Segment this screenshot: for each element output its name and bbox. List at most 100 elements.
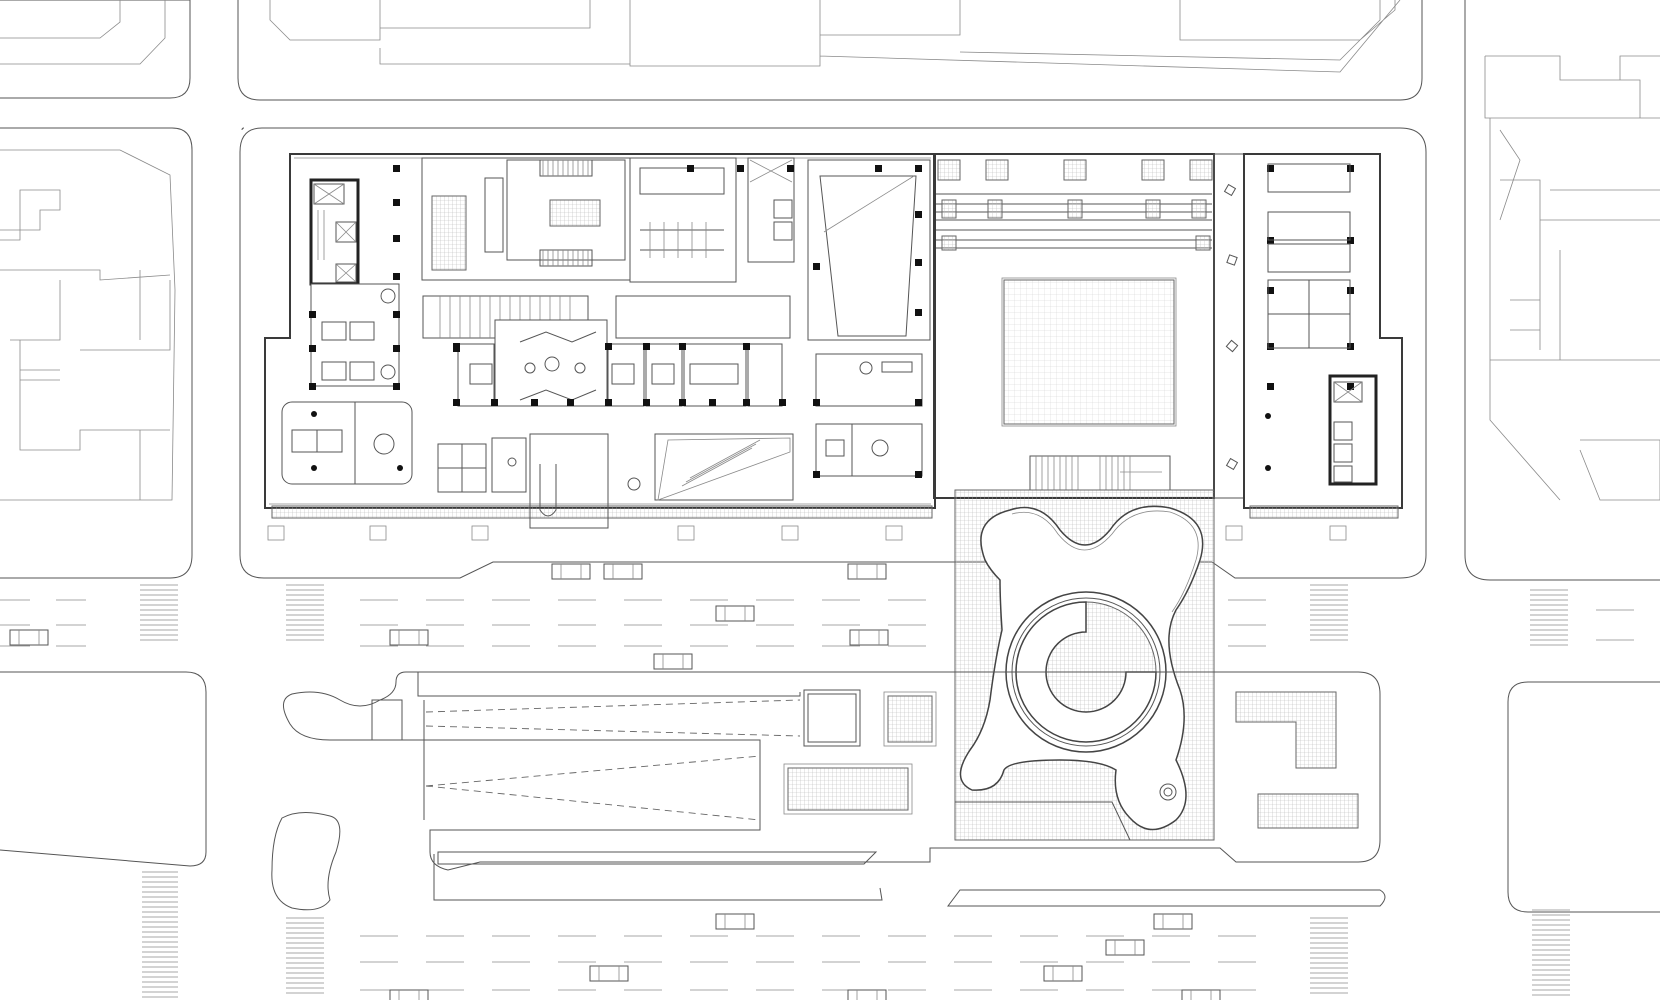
column — [813, 263, 820, 270]
column — [453, 343, 460, 350]
column — [709, 399, 716, 406]
road-markings — [0, 584, 1634, 998]
car-body — [1043, 965, 1083, 982]
car — [1105, 939, 1145, 956]
stage-floor — [1003, 279, 1175, 425]
car-body — [849, 629, 889, 646]
car-body — [389, 989, 429, 1000]
car-body — [9, 629, 49, 646]
car-body — [551, 563, 591, 580]
car — [551, 563, 591, 580]
block-bottom-right — [1507, 681, 1660, 913]
car-body — [847, 989, 887, 1000]
facade-pier — [781, 525, 799, 541]
facade-pier — [1225, 525, 1243, 541]
column — [393, 199, 400, 206]
seating-rows — [936, 159, 1213, 251]
car — [715, 605, 755, 622]
car — [1153, 913, 1193, 930]
column — [915, 211, 922, 218]
column — [605, 343, 612, 350]
studio-north — [629, 157, 795, 283]
facade-pier — [885, 525, 903, 541]
car — [389, 629, 429, 646]
facade-pier — [267, 525, 285, 541]
facade-pier — [369, 525, 387, 541]
block-left — [0, 127, 193, 579]
column — [393, 235, 400, 242]
column — [679, 399, 686, 406]
column — [737, 165, 744, 172]
column — [393, 165, 400, 172]
column — [605, 399, 612, 406]
column — [915, 259, 922, 266]
column — [393, 383, 400, 390]
block-top-right — [1464, 0, 1660, 581]
column — [309, 345, 316, 352]
block-top-center — [237, 0, 1423, 101]
planters — [1223, 183, 1239, 471]
plaza-garden — [954, 489, 1215, 841]
column — [915, 399, 922, 406]
car — [715, 913, 755, 930]
workshop-room — [494, 319, 608, 407]
gallery — [807, 159, 931, 341]
building-ground-floor — [264, 153, 1354, 541]
lounge-east — [815, 353, 923, 477]
column — [813, 399, 820, 406]
car-body — [589, 965, 629, 982]
car-body — [847, 563, 887, 580]
column — [787, 165, 794, 172]
block-bottom-left — [0, 671, 207, 867]
column — [875, 165, 882, 172]
exhibition-ramp — [654, 433, 794, 501]
office-pods-row — [457, 343, 783, 407]
car — [603, 563, 643, 580]
column — [915, 165, 922, 172]
column — [1267, 165, 1274, 172]
column — [531, 399, 538, 406]
car — [9, 629, 49, 646]
parked-cars — [9, 563, 1221, 1000]
car-body — [715, 913, 755, 930]
column — [915, 471, 922, 478]
car — [847, 563, 887, 580]
atrium-stairs — [421, 157, 791, 339]
column — [1347, 383, 1354, 390]
column — [1267, 343, 1274, 350]
stair-core-east — [1328, 374, 1378, 486]
car-body — [1105, 939, 1145, 956]
facade-strip — [271, 505, 933, 519]
car — [1043, 965, 1083, 982]
car — [589, 965, 629, 982]
car — [389, 989, 429, 1000]
column — [393, 311, 400, 318]
column — [679, 343, 686, 350]
building-east-wing — [1223, 153, 1403, 519]
car-body — [603, 563, 643, 580]
car-body — [389, 629, 429, 646]
column — [915, 309, 922, 316]
city-blocks — [0, 0, 1660, 913]
column — [643, 343, 650, 350]
car — [1181, 989, 1221, 1000]
column — [743, 399, 750, 406]
facade-pier — [1329, 525, 1347, 541]
column — [393, 273, 400, 280]
column — [453, 399, 460, 406]
canteen — [437, 433, 641, 529]
car-body — [653, 653, 693, 670]
column — [309, 383, 316, 390]
entrance-stairs — [1029, 455, 1171, 491]
column — [643, 399, 650, 406]
column — [393, 345, 400, 352]
facade-pier — [471, 525, 489, 541]
column — [779, 399, 786, 406]
column — [309, 311, 316, 318]
structural-columns — [267, 165, 1354, 541]
stair-core-west — [309, 178, 360, 286]
column — [813, 471, 820, 478]
car-body — [1153, 913, 1193, 930]
block-top-left — [0, 0, 191, 99]
